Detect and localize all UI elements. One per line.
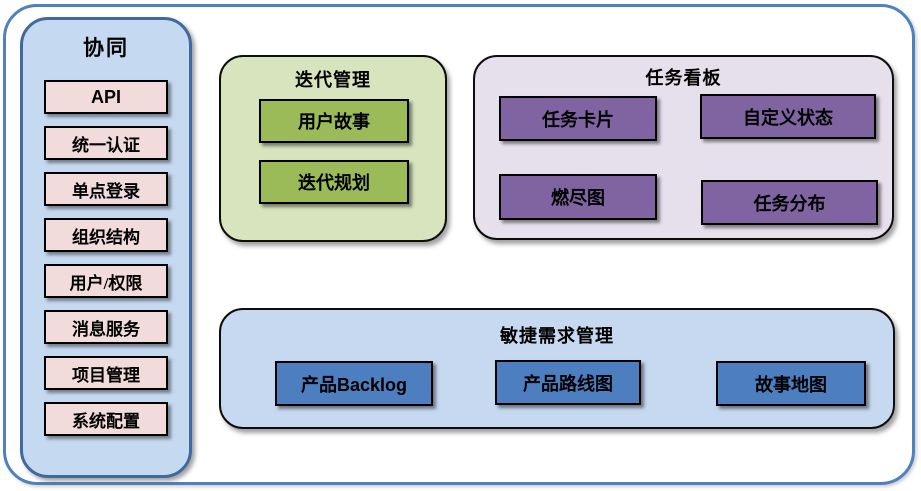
feature-box-burndown-chart: 燃尽图 (499, 174, 657, 220)
feature-box-product-roadmap: 产品路线图 (495, 360, 641, 405)
task-board-panel: 任务看板 任务卡片 自定义状态 燃尽图 任务分布 (473, 55, 894, 240)
feature-box-product-backlog: 产品Backlog (275, 361, 433, 406)
sidebar-item-message-service: 消息服务 (44, 310, 168, 344)
sidebar-item-list: API 统一认证 单点登录 组织结构 用户/权限 消息服务 项目管理 系统配置 (23, 80, 189, 436)
feature-box-task-card: 任务卡片 (499, 96, 657, 141)
iteration-panel-title: 迭代管理 (295, 70, 371, 90)
sidebar-item-org-structure: 组织结构 (44, 218, 168, 252)
feature-box-story-map: 故事地图 (716, 361, 866, 406)
diagram-frame: 协同 API 统一认证 单点登录 组织结构 用户/权限 消息服务 项目管理 系统… (3, 4, 915, 485)
task-board-panel-title: 任务看板 (645, 68, 722, 88)
agile-requirements-panel: 敏捷需求管理 产品Backlog 产品路线图 故事地图 (219, 308, 895, 429)
sidebar-item-api: API (44, 80, 168, 114)
feature-box-task-distribution: 任务分布 (701, 180, 878, 225)
sidebar-item-unified-auth: 统一认证 (44, 126, 168, 160)
sidebar-title: 协同 (83, 37, 129, 60)
feature-box-iteration-planning: 迭代规划 (259, 160, 409, 204)
iteration-management-panel: 迭代管理 用户故事 迭代规划 (219, 55, 447, 242)
sidebar-item-system-config: 系统配置 (44, 402, 168, 436)
feature-box-custom-status: 自定义状态 (700, 94, 876, 139)
sidebar-item-user-permissions: 用户/权限 (44, 264, 168, 298)
sidebar-item-sso: 单点登录 (44, 172, 168, 206)
sidebar-panel: 协同 API 统一认证 单点登录 组织结构 用户/权限 消息服务 项目管理 系统… (20, 17, 192, 478)
feature-box-user-story: 用户故事 (259, 99, 409, 143)
sidebar-item-project-management: 项目管理 (44, 356, 168, 390)
agile-panel-title: 敏捷需求管理 (500, 326, 614, 346)
